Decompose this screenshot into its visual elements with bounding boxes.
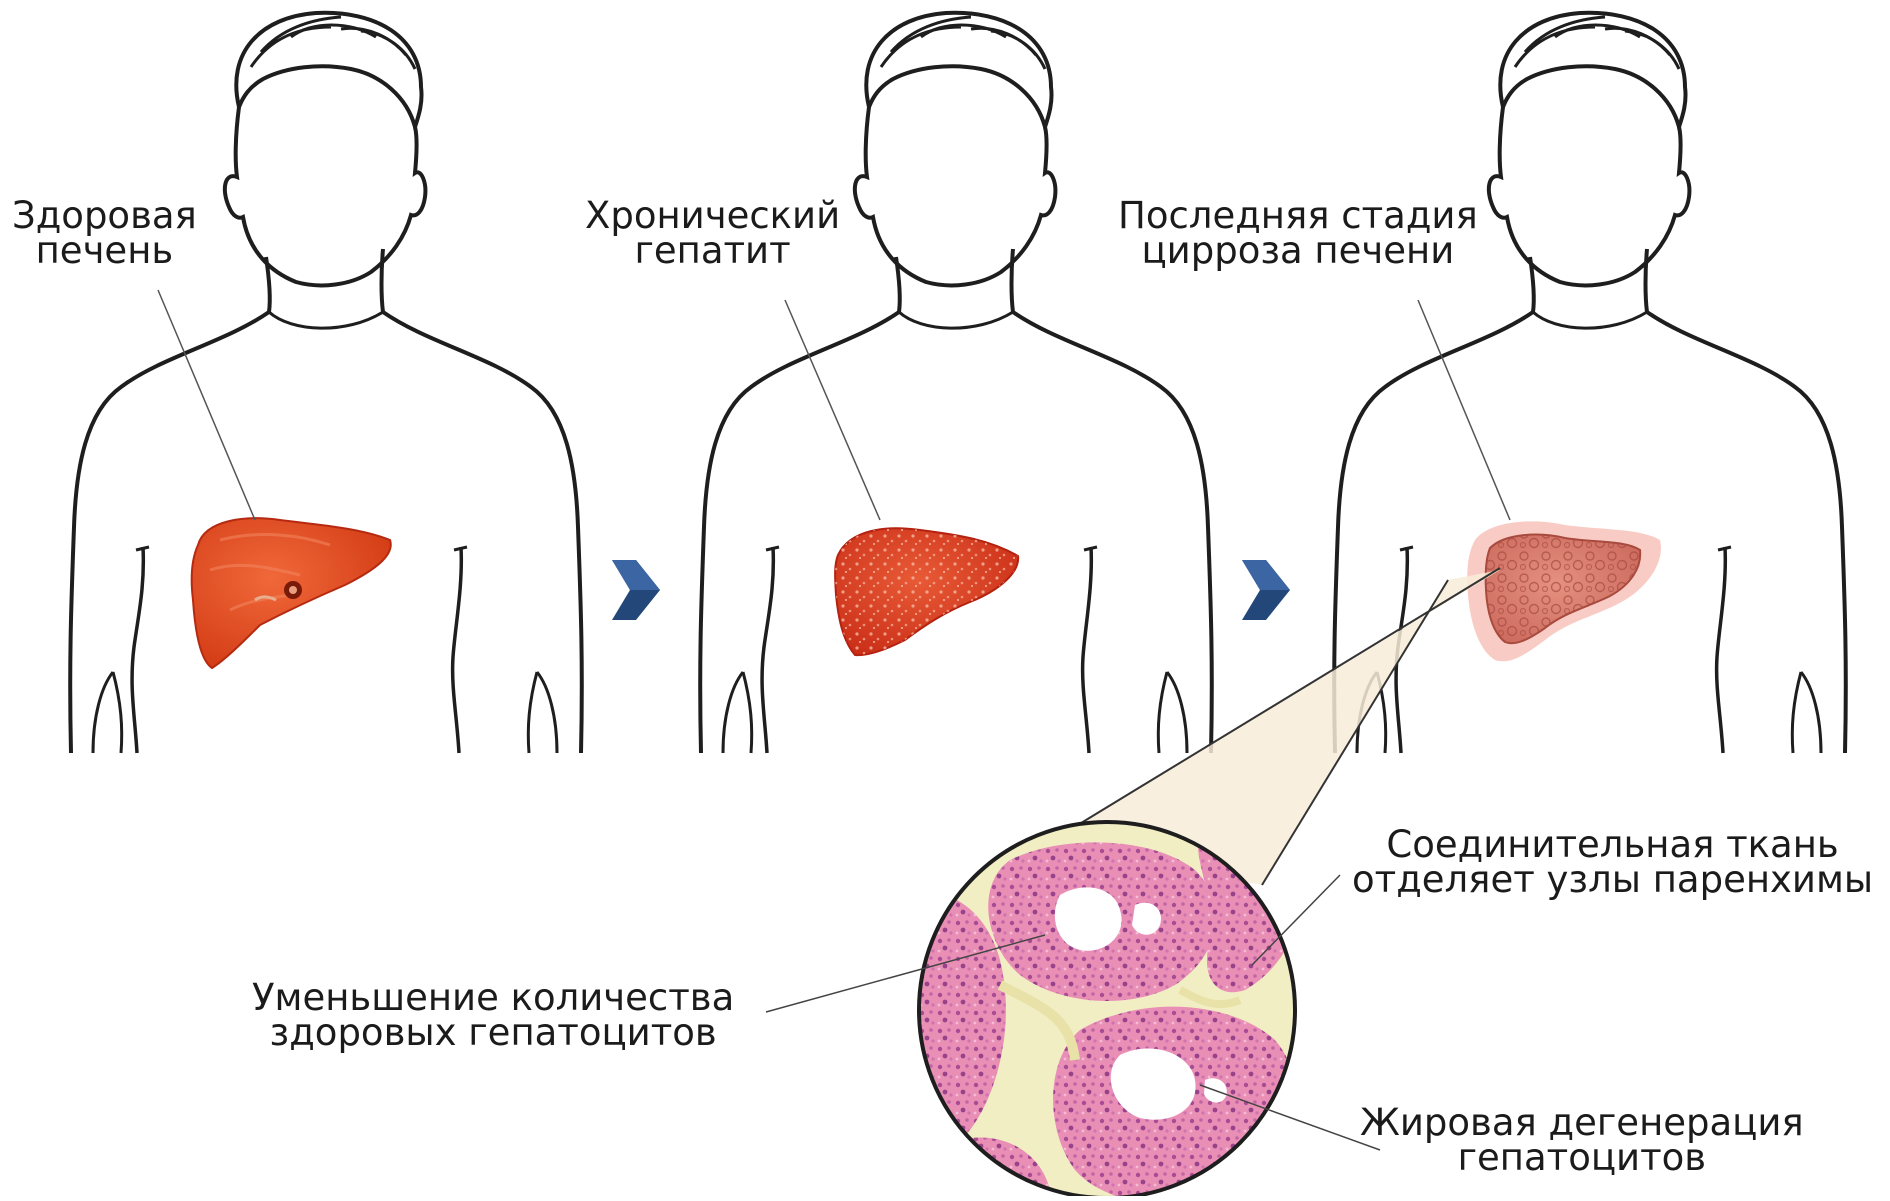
label-fatty-degeneration: Жировая дегенерация гепатоцитов — [1360, 1105, 1804, 1175]
leader-healthy — [158, 290, 255, 520]
liver-hepatitis — [835, 528, 1018, 655]
label-connective-tissue: Соединительная ткань отделяет узлы парен… — [1352, 827, 1873, 897]
arrow-right-icon — [1242, 560, 1290, 620]
label-cirrhosis-stage: Последняя стадия цирроза печени — [1118, 198, 1478, 268]
label-healthy-liver: Здоровая печень — [12, 198, 197, 268]
figure-healthy — [70, 13, 582, 753]
arrow-right-icon — [612, 560, 660, 620]
figure-hepatitis — [700, 13, 1212, 753]
label-chronic-hepatitis: Хронический гепатит — [585, 198, 840, 268]
liver-healthy — [192, 518, 391, 668]
label-fewer-hepatocytes: Уменьшение количества здоровых гепатоцит… — [252, 980, 734, 1050]
liver-cirrhosis — [1467, 521, 1661, 661]
